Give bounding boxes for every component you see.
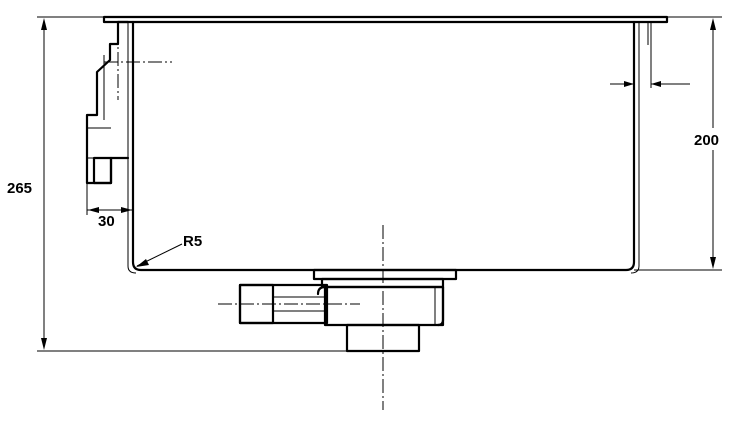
overflow-fitting <box>85 20 130 185</box>
dim-bowl-depth-label: 200 <box>694 132 719 149</box>
dimension-overall-height: 265 <box>4 16 347 352</box>
dim-corner-radius-label: R5 <box>183 233 202 250</box>
overflow-outlet-pipe <box>218 283 360 325</box>
dim-overflow-offset-label: 30 <box>98 213 115 230</box>
waste-drain <box>312 268 458 353</box>
dimension-corner-radius: R5 <box>136 233 202 267</box>
dimension-overflow-offset: 30 <box>86 183 134 230</box>
dim-overall-height-label: 265 <box>7 180 32 197</box>
dimension-bowl-depth: 200 <box>634 16 730 271</box>
dimension-wall-detail <box>610 22 690 88</box>
sink-rim <box>102 15 669 24</box>
overflow-centerline <box>104 30 172 100</box>
